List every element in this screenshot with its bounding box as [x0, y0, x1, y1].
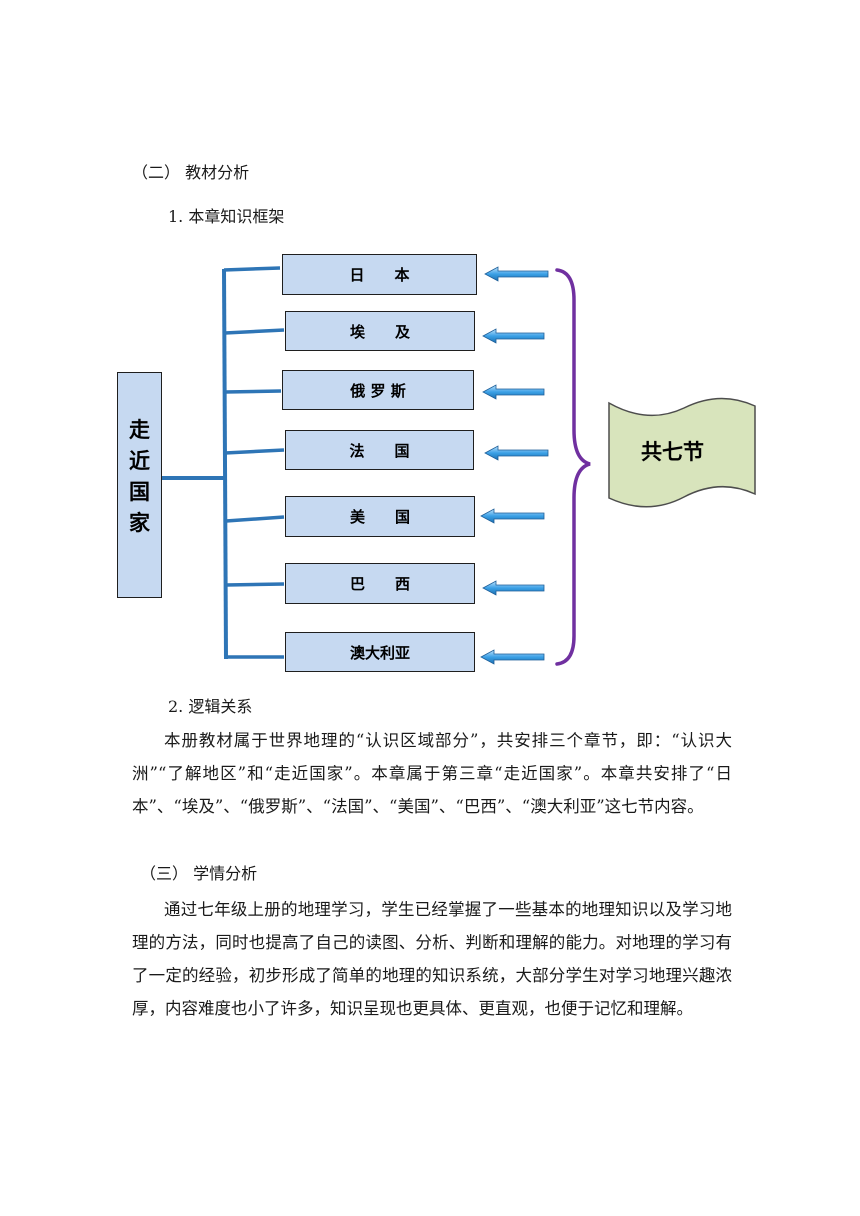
trunk-connector — [222, 268, 228, 660]
arrow-left-icon — [484, 266, 549, 282]
section-heading-learner-analysis: （三） 学情分析 — [140, 864, 258, 883]
branch-connector — [224, 389, 282, 394]
root-char: 近 — [129, 449, 150, 473]
country-box-usa: 美 国 — [285, 496, 475, 537]
branch-connector — [225, 515, 285, 523]
country-box-japan: 日 本 — [282, 254, 477, 295]
scroll-label: 共七节 — [641, 440, 704, 464]
arrow-left-icon — [484, 445, 549, 461]
root-char: 走 — [129, 418, 150, 442]
country-box-brazil: 巴 西 — [285, 563, 475, 604]
paragraph-learner-analysis: 通过七年级上册的地理学习，学生已经掌握了一些基本的地理知识以及学习地理的方法，同… — [132, 900, 732, 1018]
subheading-knowledge-framework: 1. 本章知识框架 — [168, 207, 285, 226]
root-box-walk-into-countries: 走 近 国 家 — [117, 372, 162, 598]
branch-connector — [225, 582, 285, 587]
country-box-egypt: 埃 及 — [285, 311, 475, 351]
branch-connector — [223, 266, 281, 272]
arrow-left-icon — [480, 508, 545, 524]
arrow-left-icon — [482, 328, 545, 344]
paragraph-logic-relation: 本册教材属于世界地理的“认识区域部分”，共安排三个章节，即：“认识大洲”“了解地… — [132, 731, 732, 816]
arrow-left-icon — [480, 649, 545, 665]
right-brace-icon — [555, 268, 591, 666]
arrow-left-icon — [482, 580, 545, 596]
country-box-russia: 俄 罗 斯 — [282, 370, 474, 410]
root-char: 家 — [129, 511, 150, 535]
arrow-left-icon — [482, 384, 545, 400]
scroll-banner-icon — [608, 397, 756, 508]
diagram-lines — [162, 266, 756, 666]
country-box-australia: 澳大利亚 — [285, 632, 475, 672]
knowledge-framework-diagram: 走 近 国 家 日 本 埃 及 俄 罗 斯 法 国 美 国 巴 西 澳大利亚 共… — [0, 240, 860, 680]
subheading-logic-relation: 2. 逻辑关系 — [168, 697, 253, 716]
branch-connector — [224, 328, 285, 335]
root-char: 国 — [129, 480, 150, 504]
section-heading-materials: （二） 教材分析 — [132, 163, 250, 182]
country-box-france: 法 国 — [285, 430, 474, 470]
branch-connector — [224, 448, 285, 455]
